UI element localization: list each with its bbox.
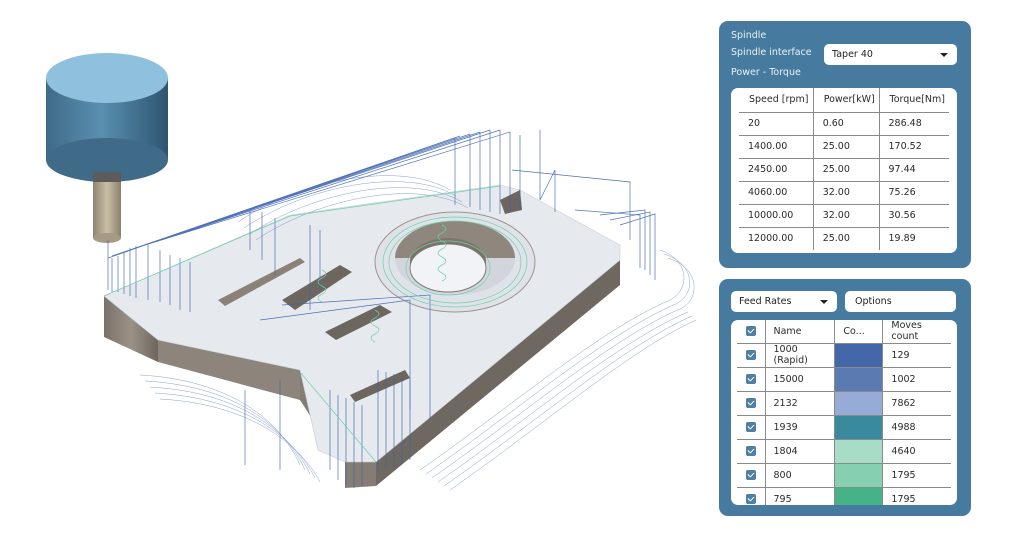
- feed-name: 1939: [764, 415, 835, 440]
- moves-count: 1795: [882, 463, 951, 488]
- 3d-viewport[interactable]: [0, 0, 700, 538]
- feed-rates-panel: Feed Rates Options Name Co... Moves coun…: [719, 279, 971, 516]
- table-header-row: Name Co... Moves count: [737, 320, 951, 344]
- power-torque-label: Power - Torque: [731, 67, 801, 78]
- options-label: Options: [855, 296, 892, 307]
- color-swatch[interactable]: [835, 415, 883, 439]
- torque-cell[interactable]: 19.89: [878, 227, 949, 250]
- column-header-name: Name: [764, 320, 835, 344]
- moves-count: 1002: [882, 367, 951, 392]
- moves-count: 4988: [882, 415, 951, 440]
- table-row[interactable]: 12000.00 25.00 19.89: [739, 227, 949, 250]
- color-swatch[interactable]: [835, 391, 883, 415]
- row-checkbox[interactable]: [745, 374, 756, 385]
- power-cell[interactable]: 25.00: [812, 135, 880, 159]
- feed-rates-table: Name Co... Moves count 1000 (Rapid) 129 …: [731, 320, 957, 505]
- workpiece: [103, 184, 621, 488]
- feed-toolpaths: [103, 185, 528, 463]
- spindle-title: Spindle: [731, 30, 767, 41]
- speed-cell[interactable]: 1400.00: [739, 135, 814, 159]
- speed-cell[interactable]: 12000.00: [748, 233, 794, 245]
- table-row[interactable]: 1939 4988: [737, 415, 951, 440]
- power-cell[interactable]: 32.00: [812, 181, 880, 205]
- moves-count: 7862: [882, 391, 951, 416]
- contour-toolpaths: [139, 175, 697, 491]
- row-checkbox[interactable]: [745, 494, 756, 505]
- row-checkbox[interactable]: [745, 446, 756, 457]
- select-all-checkbox-cell[interactable]: [737, 320, 765, 344]
- spindle-interface-label: Spindle interface: [731, 47, 812, 58]
- table-row[interactable]: 1804 4640: [737, 439, 951, 464]
- feed-rates-dropdown[interactable]: Feed Rates: [731, 291, 837, 312]
- moves-count: 4640: [882, 439, 951, 464]
- table-row[interactable]: 10000.00 32.00 30.56: [739, 204, 949, 228]
- spindle-interface-value: Taper 40: [832, 49, 873, 60]
- cutting-tool: [46, 53, 168, 243]
- table-row[interactable]: 15000 1002: [737, 367, 951, 392]
- torque-cell[interactable]: 97.44: [878, 158, 949, 182]
- feed-name: 1000 (Rapid): [764, 343, 835, 368]
- color-swatch[interactable]: [835, 343, 883, 367]
- torque-cell[interactable]: 170.52: [878, 135, 949, 159]
- table-row[interactable]: 4060.00 32.00 75.26: [739, 181, 949, 205]
- feed-name: 795: [764, 487, 835, 505]
- chevron-down-icon: [940, 53, 948, 57]
- torque-cell[interactable]: 30.56: [878, 204, 949, 228]
- rapid-toolpaths: [107, 129, 656, 488]
- feed-rates-value: Feed Rates: [739, 296, 792, 307]
- power-cell[interactable]: 0.60: [812, 112, 880, 136]
- table-row[interactable]: 20 0.60 286.48: [739, 112, 949, 136]
- moves-count: 1795: [882, 487, 951, 505]
- torque-cell[interactable]: 75.26: [878, 181, 949, 205]
- color-swatch[interactable]: [835, 367, 883, 391]
- power-cell[interactable]: 25.00: [812, 158, 880, 182]
- table-row[interactable]: 1000 (Rapid) 129: [737, 343, 951, 368]
- options-button[interactable]: Options: [845, 291, 956, 312]
- power-cell[interactable]: 25.00: [812, 227, 880, 250]
- speed-cell[interactable]: 2450.00: [739, 158, 814, 182]
- column-header: Torque[Nm]: [878, 88, 949, 113]
- speed-cell[interactable]: 10000.00: [739, 204, 814, 228]
- feed-name: 15000: [764, 367, 835, 392]
- table-header-row: Speed [rpm] Power[kW] Torque[Nm]: [739, 88, 949, 113]
- feed-name: 800: [764, 463, 835, 488]
- spindle-panel: Spindle Spindle interface Taper 40 Power…: [719, 21, 971, 268]
- column-header: Speed [rpm]: [739, 88, 814, 113]
- table-row[interactable]: 795 1795: [737, 487, 951, 505]
- speed-cell[interactable]: 20: [739, 112, 814, 136]
- chevron-down-icon: [820, 300, 828, 304]
- row-checkbox[interactable]: [745, 398, 756, 409]
- color-swatch[interactable]: [835, 487, 883, 505]
- speed-cell[interactable]: 4060.00: [739, 181, 814, 205]
- moves-count: 129: [882, 343, 951, 368]
- toolpath-scene: [46, 53, 697, 491]
- table-row[interactable]: 1400.00 25.00 170.52: [739, 135, 949, 159]
- spindle-interface-dropdown[interactable]: Taper 40: [824, 44, 957, 65]
- row-checkbox[interactable]: [745, 422, 756, 433]
- table-row[interactable]: 2450.00 25.00 97.44: [739, 158, 949, 182]
- power-torque-table: Speed [rpm] Power[kW] Torque[Nm] 20 0.60…: [731, 88, 957, 253]
- color-swatch[interactable]: [835, 463, 883, 487]
- column-header-moves: Moves count: [882, 320, 951, 344]
- column-header: Power[kW]: [812, 88, 880, 113]
- row-checkbox[interactable]: [745, 350, 756, 361]
- select-all-checkbox[interactable]: [745, 326, 756, 337]
- row-checkbox[interactable]: [745, 470, 756, 481]
- color-swatch[interactable]: [835, 439, 883, 463]
- table-row[interactable]: 800 1795: [737, 463, 951, 488]
- feed-name: 1804: [764, 439, 835, 464]
- torque-cell[interactable]: 286.48: [878, 112, 949, 136]
- feed-name: 2132: [764, 391, 835, 416]
- table-row[interactable]: 2132 7862: [737, 391, 951, 416]
- column-header-color: Co...: [834, 320, 883, 344]
- power-cell[interactable]: 32.00: [812, 204, 880, 228]
